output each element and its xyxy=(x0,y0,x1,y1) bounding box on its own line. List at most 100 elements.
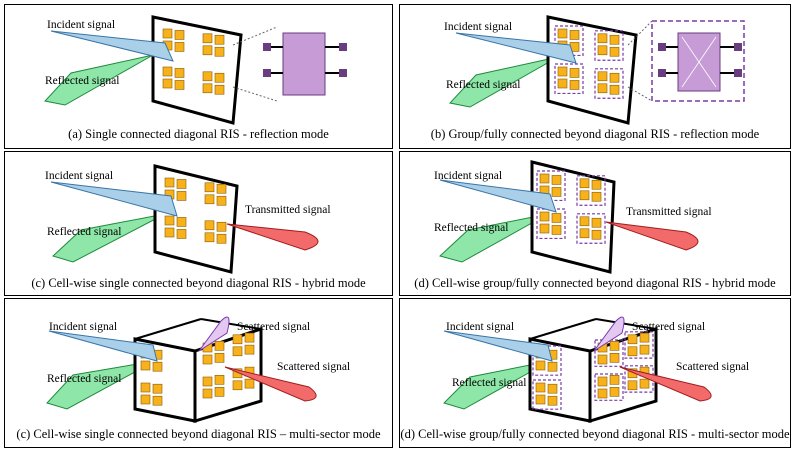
group-outline xyxy=(594,30,624,61)
ris-element xyxy=(152,383,163,394)
panel-b-diagram xyxy=(449,15,745,125)
panel-caption: (d) Cell-wise group/fully connected beyo… xyxy=(400,427,790,441)
ris-element xyxy=(216,183,227,194)
ris-element xyxy=(162,66,173,77)
ris-element xyxy=(140,382,151,393)
panel-d: Incident signal Reflected signal Transmi… xyxy=(399,151,791,296)
ris-element xyxy=(216,233,227,244)
ris-element xyxy=(216,221,227,232)
panel-b: Incident signal Reflected signal (b) Gro… xyxy=(399,4,791,149)
ris-element xyxy=(609,84,620,95)
ris-element xyxy=(214,34,225,45)
ris-element xyxy=(204,182,215,193)
ris-element xyxy=(152,361,163,372)
incident-label: Incident signal xyxy=(49,321,118,333)
ris-element xyxy=(597,388,608,399)
panel-caption: (c) Cell-wise single connected beyond di… xyxy=(16,427,381,441)
ris-element xyxy=(627,346,638,357)
ris-element xyxy=(547,395,558,406)
ris-element xyxy=(569,80,580,90)
scattered-label-top: Scattered signal xyxy=(237,321,311,333)
ris-element xyxy=(202,33,213,44)
panel-f-diagram xyxy=(443,316,712,424)
group-outline xyxy=(532,379,562,410)
ris-element xyxy=(539,211,550,222)
scattered-beam-up xyxy=(593,316,625,352)
ris-element xyxy=(204,232,215,243)
ris-element xyxy=(597,376,608,387)
ris-element xyxy=(202,45,213,56)
ris-element xyxy=(609,353,620,363)
ris-element xyxy=(164,227,175,238)
scattered-beam-right xyxy=(619,366,712,402)
reflected-beam xyxy=(449,56,559,108)
ris-element xyxy=(627,380,638,391)
panel-f: Incident signal Reflected signal Scatter… xyxy=(399,298,791,448)
ris-element xyxy=(214,375,225,385)
ris-element xyxy=(214,72,225,83)
impedance-network-icon xyxy=(263,32,347,96)
ris-element xyxy=(569,30,580,40)
panel-caption: (a) Single connected diagonal RIS - refl… xyxy=(68,127,329,141)
panel-caption: (c) Cell-wise single connected beyond di… xyxy=(31,276,366,290)
ris-element xyxy=(174,80,185,90)
scattered-beam-up xyxy=(198,316,230,352)
ris-elements xyxy=(162,28,225,95)
ris-element xyxy=(535,360,546,371)
reflected-label: Reflected signal xyxy=(47,373,122,385)
ris-element xyxy=(539,173,550,184)
ris-element xyxy=(204,220,215,231)
ris-element xyxy=(609,72,620,83)
ris-element xyxy=(214,353,225,363)
ris-element xyxy=(591,217,602,228)
ris-element xyxy=(551,175,562,185)
reflected-label: Reflected signal xyxy=(45,75,120,87)
ris-element xyxy=(569,68,580,78)
ris-element xyxy=(152,395,163,406)
reflected-label: Reflected signal xyxy=(47,226,122,238)
transmitted-beam xyxy=(605,221,699,251)
ris-element xyxy=(557,28,568,39)
scattered-label-right: Scattered signal xyxy=(277,361,351,373)
group-outline xyxy=(536,208,566,240)
ris-element xyxy=(639,378,650,389)
ris-element xyxy=(174,68,185,78)
reflected-label: Reflected signal xyxy=(434,222,509,234)
ris-element xyxy=(176,229,187,239)
ris-element xyxy=(176,191,187,201)
ris-element xyxy=(609,46,620,57)
ris-element xyxy=(557,66,568,77)
panel-a: Incident signal Reflected signal (a) Sin… xyxy=(4,4,393,149)
group-outline xyxy=(576,175,606,206)
ris-element xyxy=(162,28,173,39)
ris-element xyxy=(176,217,187,227)
impedance-network-icon xyxy=(651,20,745,102)
transmitted-label: Transmitted signal xyxy=(626,206,712,218)
incident-label: Incident signal xyxy=(45,170,114,182)
ris-element xyxy=(176,179,187,189)
panel-e: Incident signal Reflected signal Scatter… xyxy=(4,298,393,448)
panel-c-diagram xyxy=(50,164,319,274)
group-outline xyxy=(594,68,624,99)
panel-c: Incident signal Reflected signal Transmi… xyxy=(4,151,393,296)
ris-element xyxy=(579,228,590,239)
reflected-beam xyxy=(52,213,166,263)
ris-element xyxy=(597,71,608,82)
transmitted-beam xyxy=(226,223,319,251)
ris-element xyxy=(609,34,620,45)
ris-element xyxy=(547,361,558,372)
ris-element xyxy=(232,334,243,345)
ris-element xyxy=(639,332,650,343)
group-outline xyxy=(594,373,624,401)
ris-element xyxy=(547,383,558,394)
ris-element xyxy=(174,42,185,52)
incident-label: Incident signal xyxy=(444,21,513,33)
ris-element xyxy=(551,225,562,235)
ris-element xyxy=(597,45,608,56)
ris-element xyxy=(579,216,590,227)
group-outline xyxy=(576,213,606,244)
ris-element xyxy=(216,195,227,206)
ris-element xyxy=(627,334,638,345)
ris-element xyxy=(579,190,590,201)
reflected-label: Reflected signal xyxy=(446,79,521,91)
